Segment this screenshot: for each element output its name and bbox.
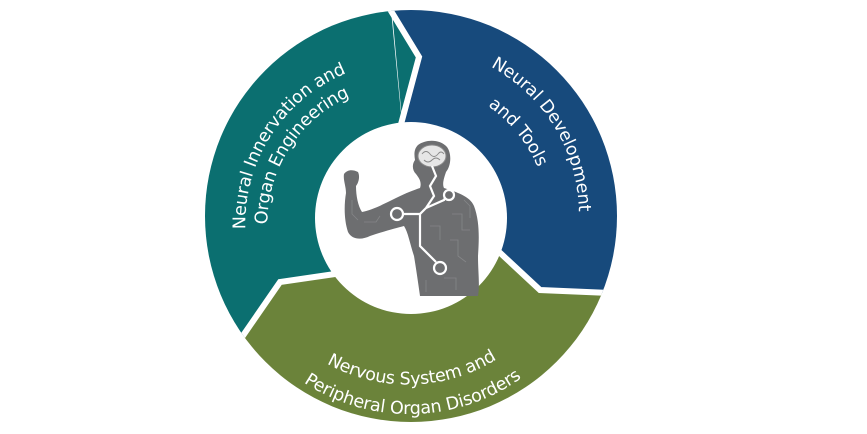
divider-blue-green (494, 247, 611, 296)
segment-neural-development[interactable] (390, 0, 867, 293)
circuit-texture (351, 199, 471, 292)
torso-silhouette (343, 140, 479, 296)
human-torso-circuit-icon (343, 140, 479, 296)
segment-nervous-system-disorders[interactable] (150, 216, 867, 429)
brain-folds (421, 151, 445, 163)
divider-teal-blue (385, 10, 423, 129)
circuit-node (432, 260, 448, 276)
divider-green-teal (237, 271, 336, 342)
segment-neural-innervation[interactable] (0, 0, 419, 429)
circuit-node (442, 188, 456, 202)
circuit-node (389, 206, 405, 222)
